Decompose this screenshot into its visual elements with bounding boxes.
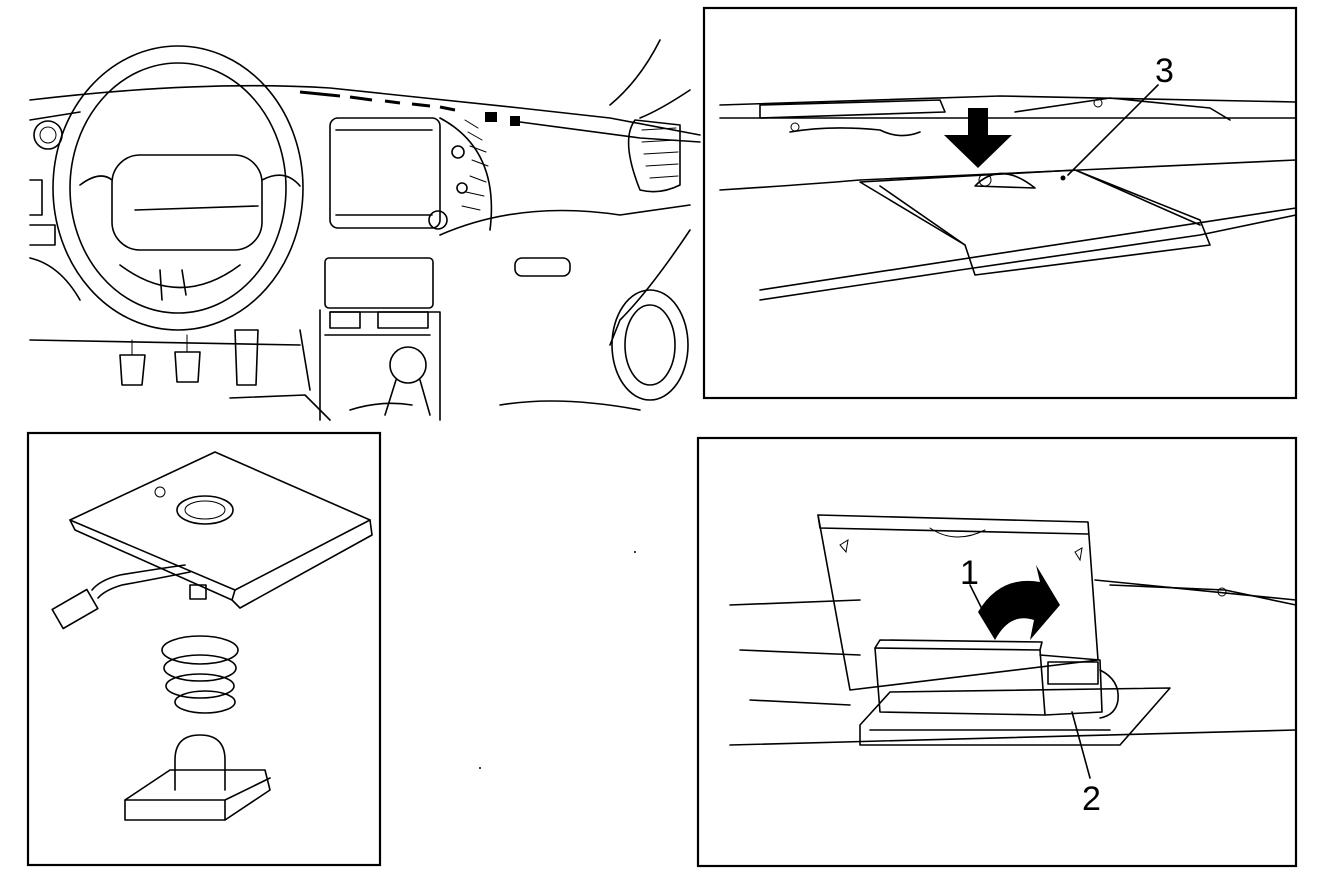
defroster-mark-2	[510, 116, 520, 126]
leader-2	[1071, 711, 1091, 779]
panel-frame-bottom-right	[696, 436, 1298, 868]
steering-wheel	[52, 45, 304, 331]
press-arrow-icon	[944, 108, 1012, 168]
sensor-bulb	[174, 734, 226, 791]
airbag-pad	[111, 154, 263, 251]
spring	[161, 635, 239, 714]
leader-1	[969, 584, 986, 616]
sensor-recess	[859, 687, 1171, 746]
defroster-mark	[485, 112, 497, 122]
panel-top-right	[702, 6, 1298, 400]
radio-unit	[324, 257, 434, 309]
lift-arrow-icon	[978, 565, 1060, 640]
right-vent	[627, 119, 681, 193]
dashboard-overview	[29, 39, 701, 421]
exploded-cover	[69, 451, 371, 591]
sensor-dome	[974, 172, 1036, 189]
left-vent	[33, 120, 63, 150]
pedal-brake	[174, 351, 201, 383]
pulled-sensor	[874, 647, 1046, 716]
sensor-base	[124, 769, 271, 821]
pedal-accelerator	[234, 329, 259, 386]
callout-2: 2	[1082, 780, 1101, 818]
panel-bottom-left	[26, 431, 382, 867]
callout-1: 1	[960, 554, 979, 592]
panel-frame-top-right	[702, 6, 1298, 400]
wire-connector	[51, 588, 99, 630]
wiper-left	[759, 99, 946, 119]
instrument-cluster	[329, 117, 441, 229]
callout-3: 3	[1155, 52, 1174, 90]
pedal-clutch	[119, 354, 146, 386]
gear-knob	[389, 346, 427, 384]
panel-bottom-right	[696, 436, 1298, 868]
leader-3	[1067, 84, 1159, 176]
cover-clip	[189, 584, 207, 600]
panel-frame-bottom-left	[26, 431, 382, 867]
glovebox-handle	[514, 257, 571, 277]
